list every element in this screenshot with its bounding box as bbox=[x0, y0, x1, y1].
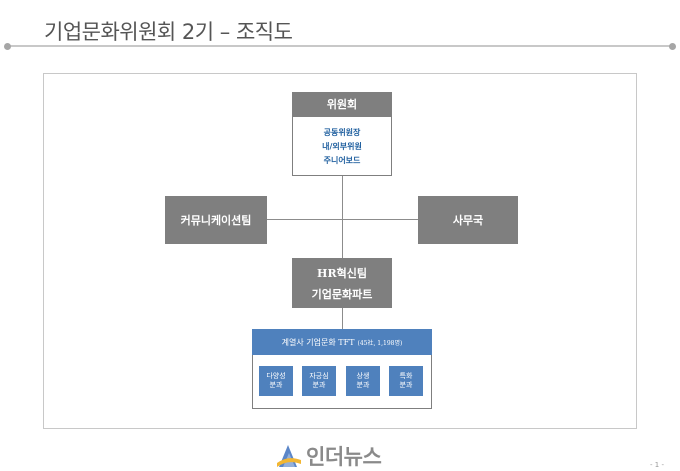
subcommittee-name: 특화 bbox=[399, 372, 413, 380]
tft-header: 계열사 기업문화 TFT (45社, 1,198명) bbox=[252, 329, 432, 355]
committee-member: 내/외부위원 bbox=[322, 141, 362, 151]
tft-title: 계열사 기업문화 TFT bbox=[281, 337, 355, 347]
page-number: - 1 - bbox=[650, 461, 664, 469]
connector-vertical-upper bbox=[342, 176, 343, 258]
committee-member: 공동위원장 bbox=[323, 127, 361, 137]
connector-horizontal bbox=[267, 219, 418, 220]
committee-member: 주니어보드 bbox=[323, 155, 361, 165]
subcommittee-name: 자긍심 bbox=[309, 372, 329, 380]
hr-team-part: 기업문화파트 bbox=[311, 287, 373, 301]
subcommittee-suffix: 분과 bbox=[356, 381, 370, 389]
subcommittee-suffix: 분과 bbox=[399, 381, 413, 389]
secretariat-box: 사무국 bbox=[418, 196, 518, 244]
subcommittee-box: 자긍심 분과 bbox=[302, 366, 336, 396]
hr-team-name: HR혁신팀 bbox=[317, 266, 367, 280]
page-title: 기업문화위원회 2기 – 조직도 bbox=[44, 20, 293, 44]
committee-members-box: 공동위원장 내/외부위원 주니어보드 bbox=[292, 116, 392, 176]
subcommittee-suffix: 분과 bbox=[312, 381, 326, 389]
committee-box-header: 위원회 bbox=[292, 92, 392, 116]
subcommittee-box: 특화 분과 bbox=[389, 366, 423, 396]
divider-dot-right bbox=[669, 43, 676, 50]
subcommittee-name: 상생 bbox=[356, 372, 370, 380]
brand-logo-icon bbox=[277, 445, 301, 467]
connector-vertical-lower bbox=[342, 308, 343, 329]
divider-dot-left bbox=[4, 43, 11, 50]
title-divider bbox=[8, 45, 672, 47]
subcommittee-name: 다양성 bbox=[266, 372, 286, 380]
brand-name: 인더뉴스 bbox=[306, 445, 382, 469]
org-chart-frame bbox=[43, 73, 637, 429]
communication-team-box: 커뮤니케이션팀 bbox=[165, 196, 267, 244]
brand-logo: 인더뉴스 bbox=[276, 441, 382, 471]
subcommittee-suffix: 분과 bbox=[269, 381, 283, 389]
tft-detail: (45社, 1,198명) bbox=[357, 339, 403, 347]
subcommittee-box: 상생 분과 bbox=[346, 366, 380, 396]
hr-team-box: HR혁신팀 기업문화파트 bbox=[292, 258, 392, 308]
subcommittee-box: 다양성 분과 bbox=[259, 366, 293, 396]
